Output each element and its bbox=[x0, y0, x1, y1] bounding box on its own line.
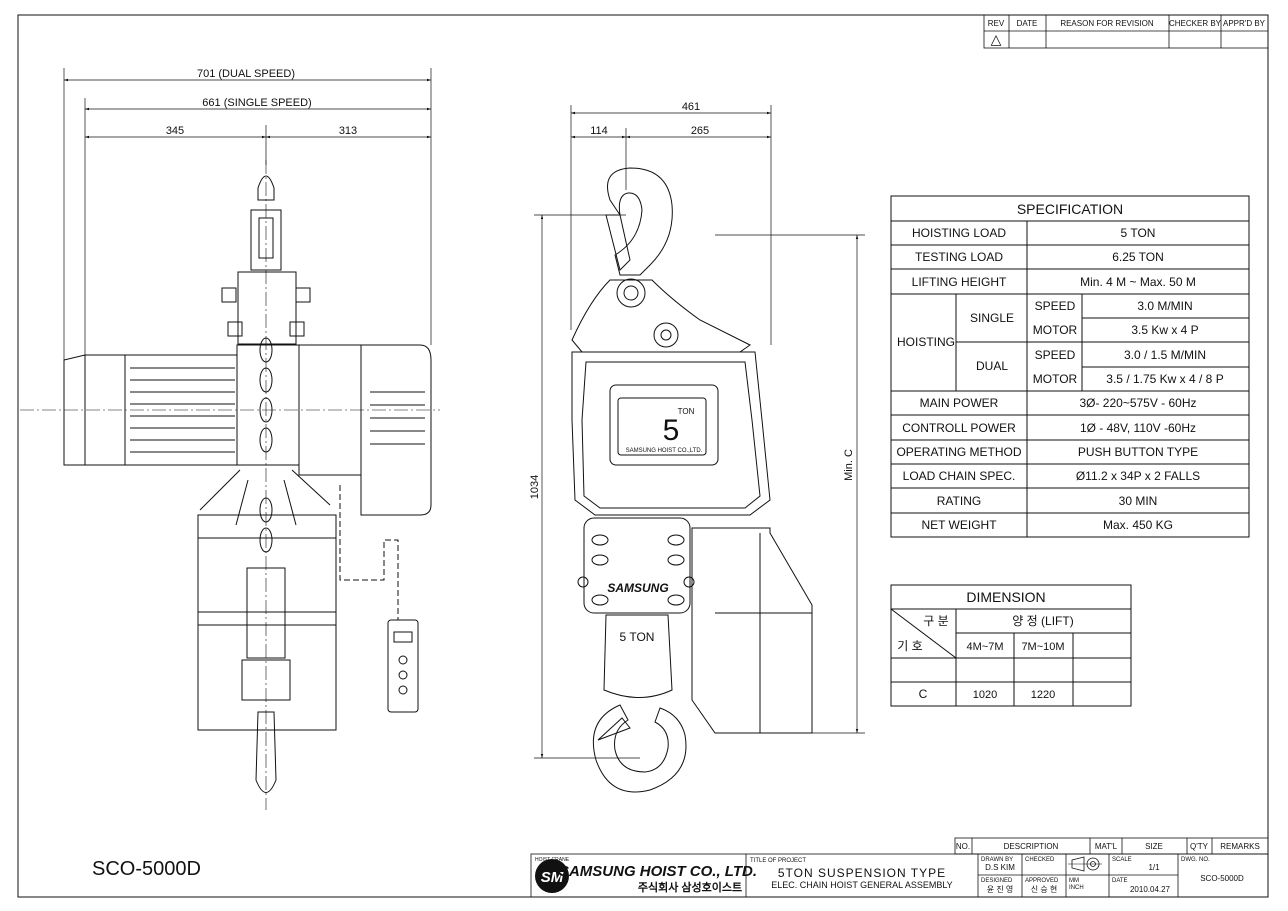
dim-min-c: Min. C bbox=[843, 449, 855, 481]
spec-net-weight-label: NET WEIGHT bbox=[921, 518, 997, 532]
tb-dwg-no: SCO-5000D bbox=[1200, 874, 1244, 883]
dim-table-corner-bottom: 기 호 bbox=[897, 639, 922, 653]
spec-hoisting-load-label: HOISTING LOAD bbox=[912, 226, 1006, 240]
spec-single-motor: 3.5 Kw x 4 P bbox=[1131, 323, 1198, 337]
dim-table-col1: 4M~7M bbox=[967, 641, 1004, 653]
spec-control-power: 1Ø - 48V, 110V -60Hz bbox=[1080, 421, 1196, 435]
specification-table bbox=[890, 195, 1250, 538]
nameplate-ton-label: TON bbox=[678, 407, 695, 416]
spec-dual-speed-label: SPEED bbox=[1035, 348, 1076, 362]
dim-table-row-val1: 1020 bbox=[973, 689, 997, 701]
tb-header-qty: Q'TY bbox=[1190, 842, 1209, 851]
spec-main-power-label: MAIN POWER bbox=[920, 396, 999, 410]
dim-side-total: 461 bbox=[682, 101, 700, 113]
spec-dual-motor-label: MOTOR bbox=[1033, 372, 1078, 386]
spec-dual-motor: 3.5 / 1.75 Kw x 4 / 8 P bbox=[1106, 372, 1223, 386]
spec-dual-speed: 3.0 / 1.5 M/MIN bbox=[1124, 348, 1206, 362]
rev-header-reason: REASON FOR REVISION bbox=[1060, 19, 1154, 28]
spec-single-speed-label: SPEED bbox=[1035, 299, 1076, 313]
model-code: SCO-5000D bbox=[92, 858, 201, 880]
nameplate-ton-value: 5 bbox=[663, 414, 680, 447]
spec-control-power-label: CONTROLL POWER bbox=[902, 421, 1016, 435]
dim-left-b: 313 bbox=[339, 125, 357, 137]
tb-designed-label: DESIGNED bbox=[981, 878, 1013, 884]
tb-approved-label: APPROVED bbox=[1025, 878, 1059, 884]
tb-project-line2: ELEC. CHAIN HOIST GENERAL ASSEMBLY bbox=[771, 880, 952, 890]
tb-inch-label: INCH bbox=[1069, 885, 1084, 891]
projection-symbol-icon bbox=[1068, 856, 1102, 872]
dimension-table bbox=[890, 584, 1132, 707]
spec-dual-label: DUAL bbox=[976, 359, 1008, 373]
tb-scale-label: SCALE bbox=[1112, 857, 1132, 863]
title-block bbox=[530, 837, 1269, 898]
rev-triangle-icon: △ bbox=[991, 31, 1002, 47]
side-view-hoist bbox=[571, 167, 813, 793]
company-name-en: SAMSUNG HOIST CO., LTD. bbox=[559, 863, 757, 880]
spec-single-speed: 3.0 M/MIN bbox=[1137, 299, 1192, 313]
dim-table-title: DIMENSION bbox=[966, 589, 1045, 605]
logo-ring-text: HOIST CRANE bbox=[535, 857, 570, 863]
brand-label: SAMSUNG bbox=[607, 581, 668, 595]
spec-hoisting-label: HOISTING bbox=[897, 335, 955, 349]
rev-header-rev: REV bbox=[988, 19, 1005, 28]
dim-table-row-label: C bbox=[919, 687, 928, 701]
spec-operating-method: PUSH BUTTON TYPE bbox=[1078, 445, 1198, 459]
revision-block bbox=[983, 14, 1269, 49]
dim-table-row-val2: 1220 bbox=[1031, 689, 1055, 701]
spec-rating-label: RATING bbox=[937, 494, 981, 508]
tb-header-matl: MAT'L bbox=[1095, 842, 1118, 851]
dim-table-col2: 7M~10M bbox=[1021, 641, 1064, 653]
spec-lifting-height-label: LIFTING HEIGHT bbox=[912, 275, 1007, 289]
hook-block-label: 5 TON bbox=[620, 630, 655, 644]
tb-drawn-label: DRAWN BY bbox=[981, 857, 1013, 863]
spec-hoisting-load: 5 TON bbox=[1121, 226, 1156, 240]
side-view-dimensions bbox=[534, 105, 865, 759]
tb-scale: 1/1 bbox=[1148, 863, 1160, 872]
tb-checked-label: CHECKED bbox=[1025, 857, 1055, 863]
spec-operating-method-label: OPERATING METHOD bbox=[896, 445, 1021, 459]
tb-drawn: D.S KIM bbox=[985, 863, 1015, 872]
tb-header-remarks: REMARKS bbox=[1220, 842, 1260, 851]
spec-single-motor-label: MOTOR bbox=[1033, 323, 1078, 337]
tb-header-no: NO. bbox=[956, 842, 970, 851]
tb-designed: 윤 진 영 bbox=[987, 884, 1014, 894]
spec-testing-load: 6.25 TON bbox=[1112, 250, 1164, 264]
spec-rating: 30 MIN bbox=[1119, 494, 1158, 508]
company-logo: SM HOIST CRANE bbox=[535, 857, 570, 893]
spec-title: SPECIFICATION bbox=[1017, 201, 1123, 217]
dim-side-b: 265 bbox=[691, 125, 709, 137]
logo-mark: SM bbox=[541, 869, 564, 886]
dim-table-corner-top: 구 분 bbox=[923, 614, 948, 628]
rev-header-approved: APPR'D BY bbox=[1223, 19, 1266, 28]
tb-mm-label: MM bbox=[1069, 878, 1079, 884]
spec-load-chain-label: LOAD CHAIN SPEC. bbox=[903, 469, 1016, 483]
tb-dwg-label: DWG. NO. bbox=[1181, 857, 1210, 863]
dim-single-speed: 661 (SINGLE SPEED) bbox=[202, 97, 311, 109]
spec-lifting-height: Min. 4 M ~ Max. 50 M bbox=[1080, 275, 1196, 289]
spec-load-chain: Ø11.2 x 34P x 2 FALLS bbox=[1076, 469, 1200, 483]
rev-header-date: DATE bbox=[1017, 19, 1038, 28]
spec-net-weight: Max. 450 KG bbox=[1103, 518, 1173, 532]
tb-title-of-project-label: TITLE OF PROJECT bbox=[750, 858, 806, 864]
dim-table-lift-header: 양 정 (LIFT) bbox=[1012, 614, 1073, 628]
tb-header-size: SIZE bbox=[1145, 842, 1163, 851]
tb-approved: 신 승 현 bbox=[1031, 885, 1058, 894]
front-view-hoist bbox=[20, 160, 440, 810]
dim-dual-speed: 701 (DUAL SPEED) bbox=[197, 68, 295, 80]
tb-date: 2010.04.27 bbox=[1130, 885, 1171, 894]
rev-header-checker: CHECKER BY bbox=[1169, 19, 1222, 28]
spec-main-power: 3Ø- 220~575V - 60Hz bbox=[1079, 396, 1196, 410]
tb-header-description: DESCRIPTION bbox=[1004, 842, 1059, 851]
dim-left-a: 345 bbox=[166, 125, 184, 137]
nameplate-maker: SAMSUNG HOIST CO.,LTD. bbox=[626, 448, 703, 454]
dim-side-a: 114 bbox=[590, 125, 608, 137]
tb-date-label: DATE bbox=[1112, 878, 1128, 884]
tb-project-line1: 5TON SUSPENSION TYPE bbox=[778, 866, 946, 880]
company-name-kr: 주식회사 삼성호이스트 bbox=[638, 880, 742, 894]
spec-testing-load-label: TESTING LOAD bbox=[915, 250, 1003, 264]
dim-height: 1034 bbox=[529, 475, 541, 499]
spec-single-label: SINGLE bbox=[970, 311, 1014, 325]
